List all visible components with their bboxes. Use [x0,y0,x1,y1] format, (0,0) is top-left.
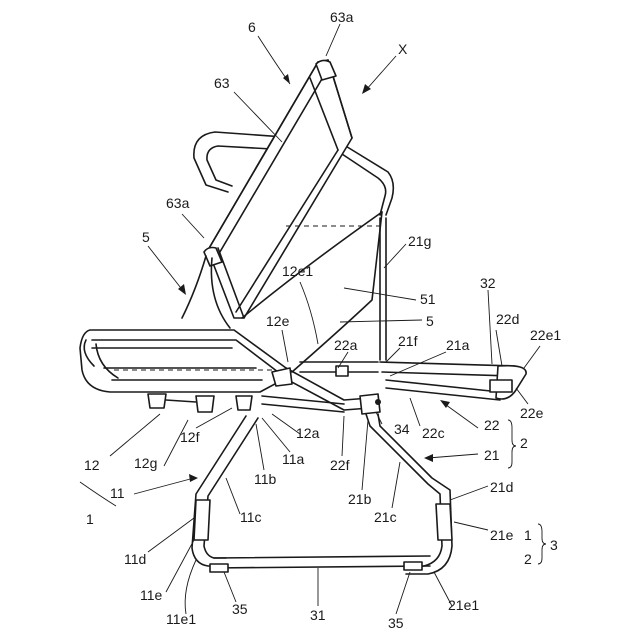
label-11d: 11d [124,551,146,567]
label-11: 11 [110,485,125,501]
label-22c: 22c [422,425,445,441]
label-22a: 22a [334,337,358,353]
label-5-left: 5 [142,229,150,245]
label-21: 21 [484,447,500,463]
front-leg-frame [192,416,258,566]
label-21e: 21e [490,527,514,543]
label-63: 63 [214,75,230,91]
label-2-top: 2 [520,435,528,451]
label-6: 6 [248,19,256,35]
label-22e: 22e [520,405,544,421]
label-12e: 12e [266,313,290,329]
label-11b: 11b [254,471,277,487]
label-2-bottom: 2 [524,551,532,567]
label-x: X [398,41,408,57]
label-63a-top: 63a [330,9,354,25]
label-22: 22 [484,417,500,433]
label-12f: 12f [180,429,200,445]
label-31: 31 [310,607,326,623]
label-11e1: 11e1 [166,611,196,627]
middle-frame [262,362,526,414]
label-35-right: 35 [388,615,404,631]
label-35-left: 35 [232,601,248,617]
label-11c: 11c [240,509,262,525]
label-12a: 12a [296,425,320,441]
label-3: 3 [550,537,558,553]
label-22e1: 22e1 [530,327,561,343]
label-51: 51 [420,291,436,307]
label-63a-left: 63a [166,195,190,211]
label-21d: 21d [490,479,513,495]
label-22d: 22d [496,311,519,327]
label-21c: 21c [374,509,397,525]
label-12g: 12g [134,455,157,471]
label-21a: 21a [446,337,470,353]
label-32: 32 [480,275,496,291]
label-11e: 11e [140,587,163,603]
label-11a: 11a [282,451,305,467]
label-21g: 21g [408,233,431,249]
label-12: 12 [84,457,100,473]
back-panel [204,60,352,318]
label-21b: 21b [348,491,372,507]
label-21e1: 21e1 [448,597,479,613]
ground-bar [210,556,430,572]
label-22f: 22f [330,457,350,473]
label-1-right: 1 [524,527,532,543]
label-12e1: 12e1 [282,263,313,279]
label-34: 34 [394,421,410,437]
label-5-right: 5 [426,313,434,329]
label-1-left: 1 [86,511,94,527]
label-21f: 21f [398,333,418,349]
